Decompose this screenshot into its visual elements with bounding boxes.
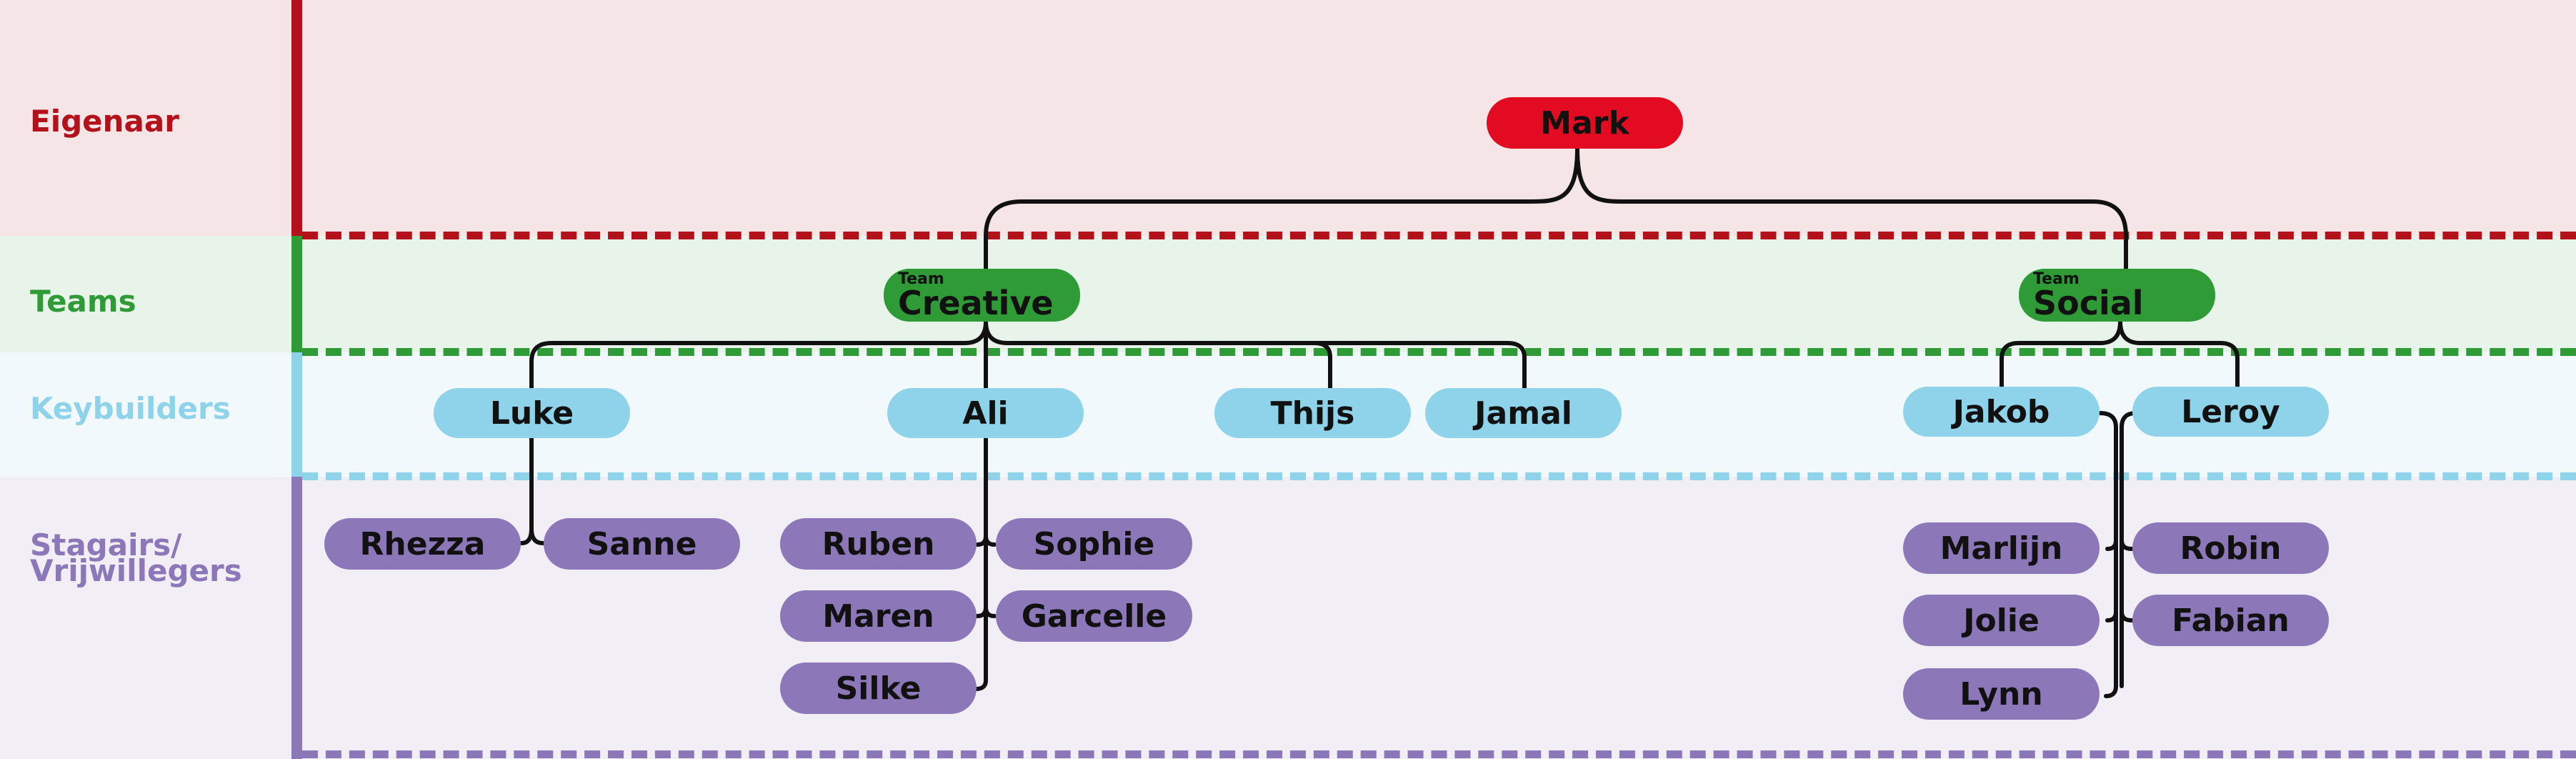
owner-bar: [291, 0, 302, 236]
keybuilder-node-jakob[interactable]: Jakob: [1903, 387, 2100, 437]
level-label-teams: Teams: [30, 284, 136, 319]
team-name: Social: [2033, 284, 2144, 322]
team-node-social[interactable]: Team Social: [2019, 269, 2215, 322]
link-mark-social: [1575, 147, 2128, 271]
intern-node-silke[interactable]: Silke: [780, 663, 977, 714]
intern-node-lynn[interactable]: Lynn: [1903, 668, 2100, 720]
level-label-interns: Stagairs/ Vrijwillegers: [30, 527, 242, 588]
link-robin: [2120, 538, 2134, 551]
level-label-keybuilders: Keybuilders: [30, 391, 231, 426]
intern-node-ruben[interactable]: Ruben: [780, 518, 977, 570]
band-owner: [0, 0, 2576, 236]
link-creative-thijs: [984, 319, 1332, 390]
intern-node-maren[interactable]: Maren: [780, 590, 977, 642]
owner-divider: [302, 232, 2576, 239]
keybuilders-bar: [291, 352, 302, 477]
keybuilder-node-thijs[interactable]: Thijs: [1214, 388, 1411, 438]
intern-node-fabian[interactable]: Fabian: [2132, 595, 2329, 646]
keybuilders-divider: [302, 472, 2576, 480]
intern-node-sophie[interactable]: Sophie: [996, 518, 1192, 570]
keybuilder-node-leroy[interactable]: Leroy: [2132, 387, 2329, 437]
team-node-creative[interactable]: Team Creative: [884, 269, 1080, 322]
level-label-owner: Eigenaar: [30, 104, 179, 139]
link-jakob-lynn: [2098, 411, 2118, 698]
link-ali-garcelle: [984, 605, 997, 618]
link-creative-jamal: [1312, 341, 1527, 390]
link-social-jakob: [2000, 319, 2122, 389]
team-prefix: Team: [898, 270, 944, 288]
keybuilder-node-jamal[interactable]: Jamal: [1425, 388, 1622, 438]
interns-bar: [291, 477, 302, 759]
keybuilder-node-luke[interactable]: Luke: [434, 388, 630, 438]
intern-node-jolie[interactable]: Jolie: [1903, 595, 2100, 646]
keybuilder-node-ali[interactable]: Ali: [887, 388, 1084, 438]
intern-node-garcelle[interactable]: Garcelle: [996, 590, 1192, 642]
intern-node-robin[interactable]: Robin: [2132, 522, 2329, 574]
link-ali-silke: [974, 436, 988, 691]
intern-node-sanne[interactable]: Sanne: [544, 518, 740, 570]
interns-divider: [302, 750, 2576, 758]
intern-node-marlijn[interactable]: Marlijn: [1903, 522, 2100, 574]
team-prefix: Team: [2033, 270, 2080, 288]
link-social-leroy: [2118, 319, 2240, 389]
link-jolie: [2105, 610, 2118, 622]
link-creative-luke: [529, 319, 988, 390]
owner-node-mark[interactable]: Mark: [1487, 97, 1683, 149]
teams-bar: [291, 236, 302, 352]
link-luke-sanne: [529, 527, 545, 545]
team-name: Creative: [898, 284, 1054, 322]
link-ali-sophie: [984, 534, 997, 547]
intern-node-rhezza[interactable]: Rhezza: [324, 518, 521, 570]
link-marlijn: [2105, 538, 2118, 551]
link-mark-creative: [984, 147, 1579, 271]
teams-divider: [302, 348, 2576, 356]
link-fabian: [2120, 610, 2134, 622]
